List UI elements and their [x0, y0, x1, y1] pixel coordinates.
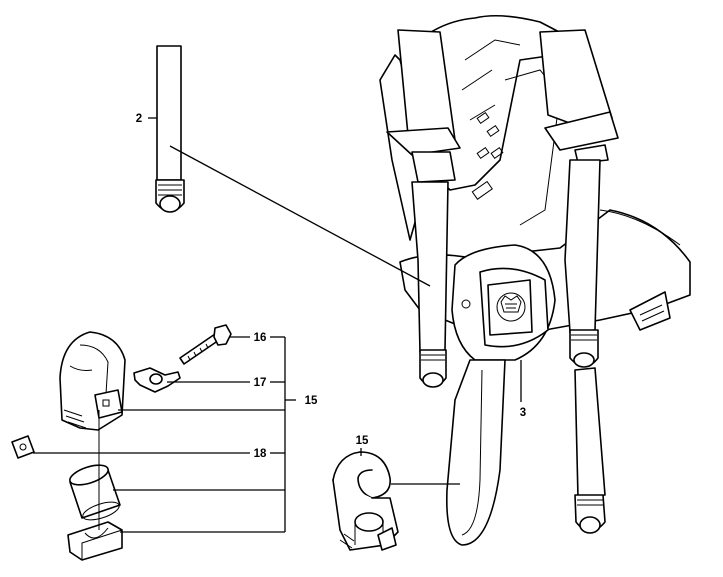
block-part [67, 521, 123, 561]
bolt-part [179, 324, 232, 365]
part-2-label: 2 [136, 113, 142, 125]
part-18-label: 18 [254, 448, 267, 460]
part-16-label: 16 [254, 332, 267, 344]
clip-kit-exploded [11, 324, 232, 561]
sleeve-part [69, 464, 121, 521]
part-17-label: 17 [254, 377, 267, 389]
strap-pad-part [155, 45, 185, 213]
part-15-assembled-label: 15 [356, 435, 369, 447]
leader-lines [33, 117, 522, 533]
brand-crown-icon [496, 292, 526, 322]
part-15-kit-label: 15 [305, 395, 318, 407]
clip-assembled-part [332, 451, 399, 551]
part-3-label: 3 [520, 407, 526, 419]
clip-body-part [59, 331, 126, 431]
square-nut-part [11, 435, 35, 459]
wing-nut-part [133, 367, 181, 393]
harness-part [379, 14, 691, 546]
